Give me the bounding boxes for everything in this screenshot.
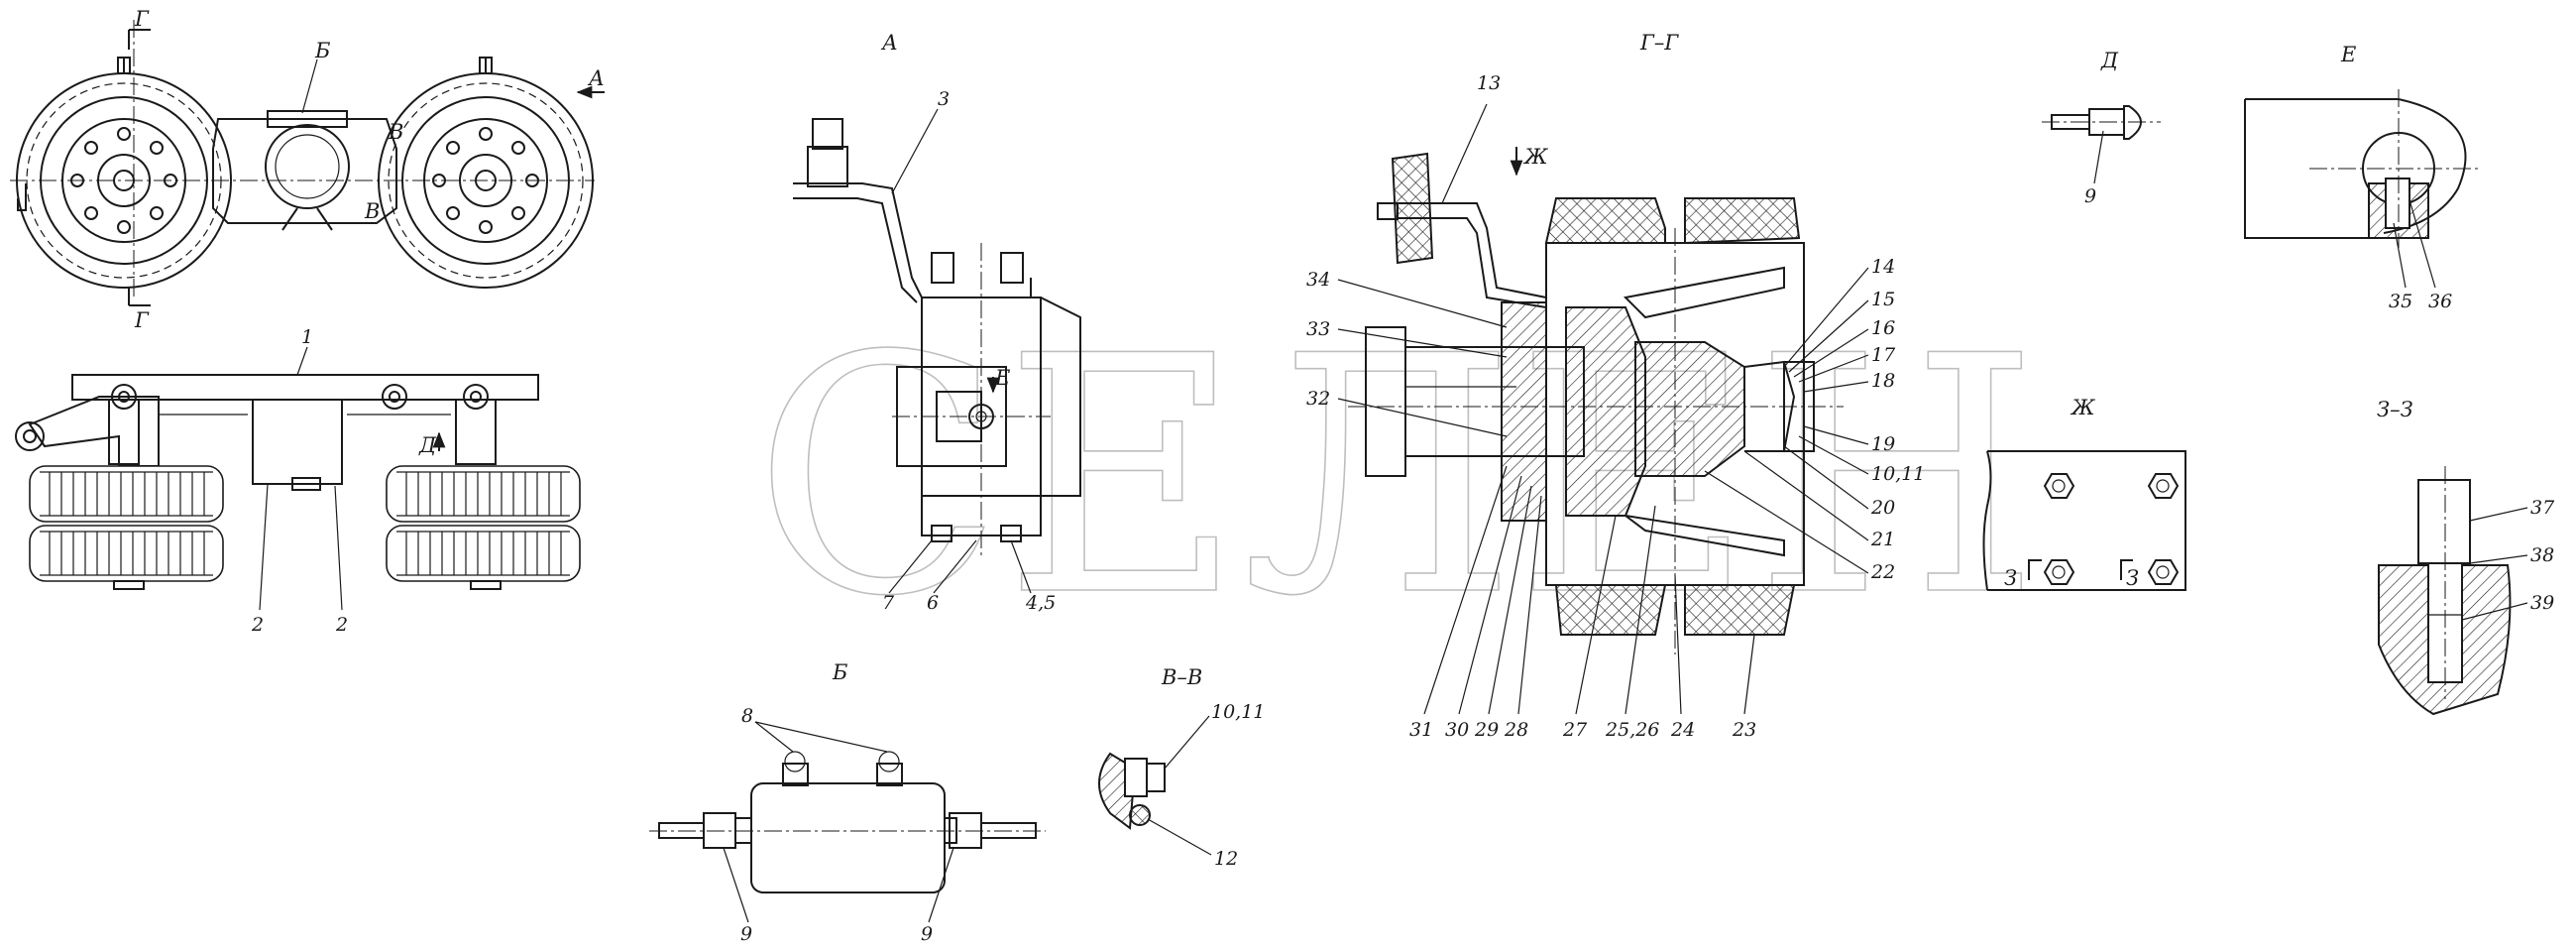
callout-16: 16 [1871, 317, 1895, 339]
section-v-mark-1: В [388, 120, 403, 144]
view-zh-title: Ж [2070, 396, 2096, 419]
view-d: Д 9 [2042, 49, 2161, 207]
callout-35: 35 [2389, 291, 2412, 312]
callout-3: 3 [938, 88, 950, 110]
callout-4-5: 4,5 [1025, 592, 1056, 614]
section-vv: В–В 10,11 12 [1098, 665, 1265, 870]
callout-37: 37 [2530, 497, 2555, 519]
callout-21: 21 [1870, 529, 1895, 550]
callout-15: 15 [1871, 289, 1895, 310]
callout-12: 12 [1214, 848, 1238, 870]
section-vv-title: В–В [1161, 665, 1202, 689]
callout-23: 23 [1732, 719, 1756, 741]
view-e: Е 35 36 [2244, 43, 2478, 312]
view-e-mark: Е [994, 366, 1010, 390]
section-v-mark-2: В [364, 199, 380, 223]
callout-31: 31 [1409, 719, 1433, 741]
view-d-mark: Д [418, 433, 437, 457]
view-d-title: Д [2100, 49, 2119, 72]
callout-39: 39 [2530, 592, 2554, 614]
top-view: Г Г А Б В В [10, 7, 605, 332]
callout-6: 6 [927, 592, 939, 614]
wheels-right-front [386, 465, 581, 590]
callout-32: 32 [1306, 388, 1330, 410]
callout-2a: 2 [251, 614, 264, 636]
callout-9-d: 9 [2084, 185, 2096, 207]
view-a-mark: А [587, 66, 605, 90]
callout-24: 24 [1670, 719, 1695, 741]
wheels-left-front [29, 465, 224, 590]
section-z-mark-2: З [2126, 566, 2139, 590]
callout-9-b-left: 9 [740, 923, 752, 945]
callout-27: 27 [1562, 719, 1588, 741]
callout-10-11: 10,11 [1871, 463, 1925, 485]
callout-19: 19 [1871, 433, 1895, 455]
view-b-title: Б [832, 660, 847, 684]
view-zh: Ж З З [1982, 396, 2186, 591]
callout-38: 38 [2530, 544, 2554, 566]
callout-18: 18 [1871, 370, 1895, 392]
callout-10-11-vv: 10,11 [1211, 701, 1265, 723]
section-zz: З–З 37 38 39 [2377, 398, 2555, 716]
callout-22: 22 [1870, 561, 1895, 583]
callout-25-26: 25,26 [1605, 719, 1659, 741]
callout-28: 28 [1504, 719, 1528, 741]
callout-9-b-right: 9 [921, 923, 933, 945]
front-view: Д 1 2 2 [15, 326, 581, 636]
section-g-mark-top: Г [134, 7, 150, 31]
callout-29: 29 [1474, 719, 1499, 741]
bolt-heads [2043, 473, 2180, 585]
callout-8: 8 [741, 705, 753, 727]
view-zh-mark: Ж [1522, 145, 1549, 169]
view-b: Б 8 9 9 [649, 660, 1046, 945]
view-a: А Е 3 7 6 4,5 [793, 31, 1081, 614]
callout-7: 7 [882, 592, 895, 614]
section-zz-title: З–З [2377, 398, 2413, 421]
callout-17: 17 [1871, 344, 1896, 366]
callout-14: 14 [1871, 256, 1895, 278]
callout-30: 30 [1445, 719, 1469, 741]
callout-2b: 2 [335, 614, 348, 636]
view-e-title: Е [2340, 43, 2356, 66]
callout-33: 33 [1306, 318, 1330, 340]
callout-1: 1 [301, 326, 313, 348]
callout-20: 20 [1870, 497, 1895, 519]
callout-34: 34 [1306, 269, 1330, 291]
view-a-title: А [880, 31, 898, 55]
callout-36: 36 [2428, 291, 2452, 312]
section-gg: Г–Г Ж 13 34 33 [1306, 31, 1925, 741]
section-gg-title: Г–Г [1639, 31, 1679, 55]
view-b-mark: Б [314, 39, 330, 62]
section-z-mark-1: З [2004, 566, 2017, 590]
section-g-mark-bottom: Г [134, 308, 150, 332]
callout-13: 13 [1477, 72, 1501, 94]
